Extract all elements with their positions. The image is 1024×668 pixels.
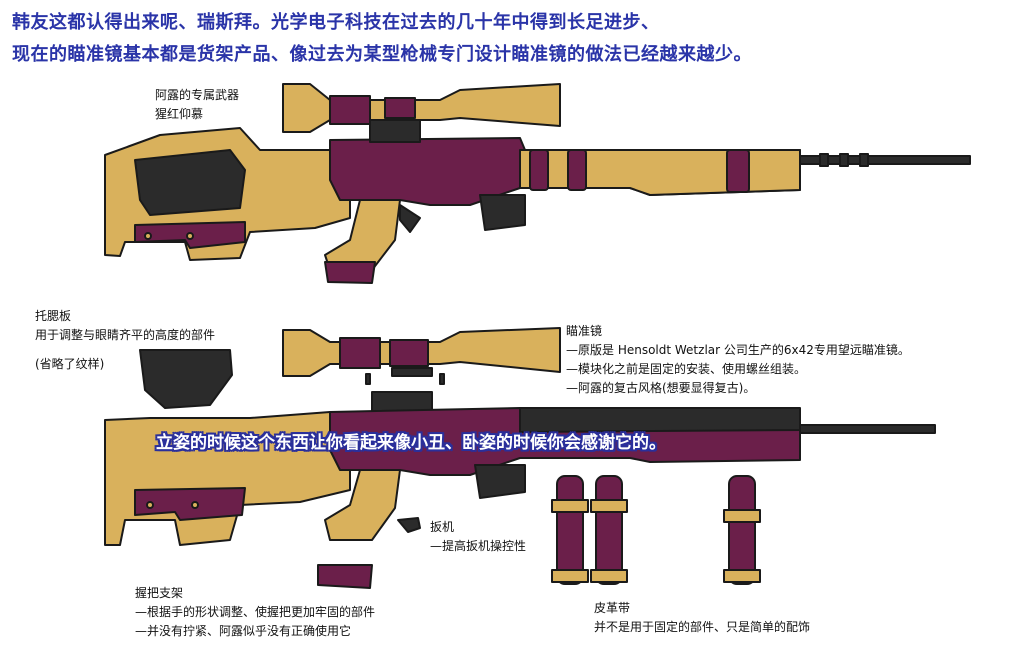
scope-desc-2: —模块化之前是固定的安装、使用螺丝组装。 [566, 362, 807, 376]
magazine-top [479, 194, 526, 231]
rifle-handguard [519, 149, 801, 196]
grip-support-detached [317, 564, 373, 589]
grip-name: 握把支架 [135, 586, 184, 600]
scope-desc-1: —原版是 Hensoldt Wetzlar 公司生产的6x42专用望远瞄准镜。 [566, 343, 910, 357]
grip-bottom [324, 469, 401, 541]
strap-top-3 [726, 149, 750, 193]
strap-desc: 并不是用于固定的部件、只是简单的配饰 [594, 620, 811, 634]
trigger-top [399, 204, 421, 233]
trigger-note: 扳机 —提高扳机操控性 [430, 518, 526, 556]
strap-name: 皮革带 [594, 601, 631, 615]
scope-top [282, 83, 561, 133]
cheek-rest-name: 托腮板 [35, 309, 72, 323]
weapon-label-line-2: 猩红仰慕 [155, 107, 204, 121]
cheek-rest-note: 托腮板 用于调整与眼睛齐平的高度的部件 (省略了纹样) [35, 307, 215, 374]
grip-desc-2: —并没有拧紧、阿露似乎没有正确使用它 [135, 624, 352, 638]
grip-note: 握把支架 —根据手的形状调整、使握把更加牢固的部件 —并没有拧紧、阿露似乎没有正… [135, 584, 375, 641]
weapon-label: 阿露的专属武器 猩红仰慕 [155, 86, 239, 124]
cheek-rest [134, 149, 246, 216]
grip-desc-1: —根据手的形状调整、使握把更加牢固的部件 [135, 605, 376, 619]
scope-desc-3: —阿露的复古风格(想要显得复古)。 [566, 381, 756, 395]
grip-support-top [324, 261, 376, 284]
rifle-assembled [104, 83, 971, 284]
cheek-rest-omit-note: (省略了纹样) [35, 357, 105, 371]
strap-note: 皮革带 并不是用于固定的部件、只是简单的配饰 [594, 599, 810, 637]
strap-top-2 [567, 149, 587, 191]
screw-1 [365, 373, 371, 385]
title-line-1: 韩友这都认得出来呢、瑞斯拜。光学电子科技在过去的几十年中得到长足进步、 [12, 12, 660, 33]
scope-mount-detached [371, 391, 433, 413]
weapon-label-line-1: 阿露的专属武器 [155, 88, 240, 102]
overlay-caption: 立姿的时候这个东西让你看起来像小丑、卧姿的时候你会感谢它的。 [156, 433, 666, 453]
rifle-barrel-bottom [789, 424, 936, 434]
trigger-detached [397, 517, 421, 533]
screw-2 [439, 373, 445, 385]
title-line-2: 现在的瞄准镜基本都是货架产品、像过去为某型枪械专门设计瞄准镜的做法已经越来越少。 [12, 44, 752, 65]
magazine-bottom [474, 464, 526, 499]
cheek-rest-desc: 用于调整与眼睛齐平的高度的部件 [35, 328, 216, 342]
scope-name: 瞄准镜 [566, 324, 603, 338]
strap-set [551, 475, 761, 585]
trigger-desc: —提高扳机操控性 [430, 539, 527, 553]
strap-top-1 [529, 149, 549, 191]
scope-note: 瞄准镜 —原版是 Hensoldt Wetzlar 公司生产的6x42专用望远瞄… [566, 322, 910, 398]
scope-mount-top [369, 117, 421, 143]
rifle-exploded [104, 327, 936, 589]
rifle-barrel [789, 155, 971, 165]
cheek-rest-detached [139, 349, 233, 409]
trigger-name: 扳机 [430, 520, 455, 534]
